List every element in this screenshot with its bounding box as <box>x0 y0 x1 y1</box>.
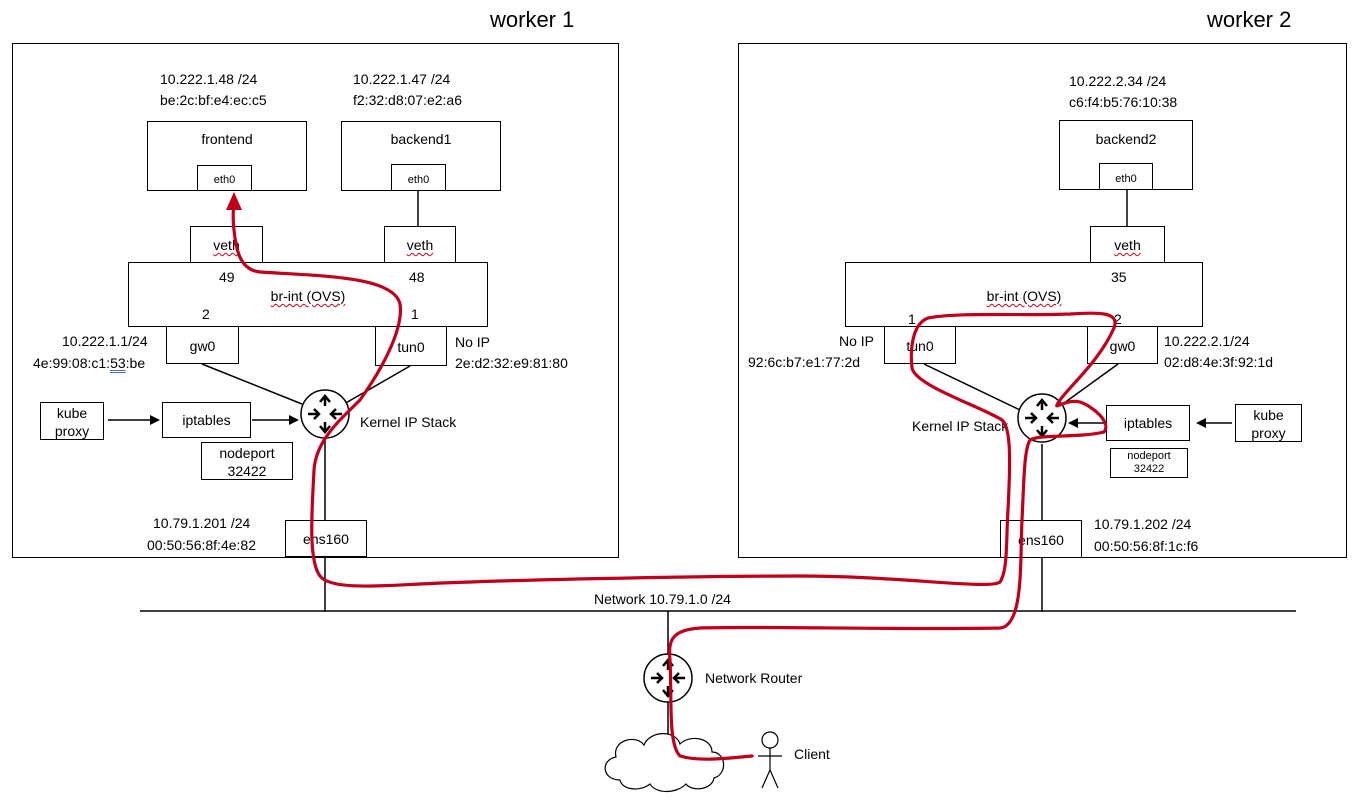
kube-proxy-w1-line1: kube <box>56 405 88 421</box>
ens160-w1-mac: 00:50:56:8f:4e:82 <box>147 537 256 553</box>
ens160-w2-ip: 10.79.1.202 /24 <box>1094 516 1192 532</box>
backend2-eth0: eth0 <box>1099 163 1153 190</box>
frontend-eth0-label: eth0 <box>213 174 236 186</box>
tun0-w2-mac: 92:6c:b7:e1:77:2d <box>748 354 861 370</box>
ovs-port-49: 49 <box>219 269 235 285</box>
gw0-w1: gw0 <box>166 326 239 364</box>
ovs-bridge-w2: 35 br-int (OVS) 1 2 <box>845 262 1203 327</box>
kube-proxy-w1: kube proxy <box>40 402 104 440</box>
ovs-port-48: 48 <box>409 269 425 285</box>
veth-backend1: veth <box>384 226 456 263</box>
kube-proxy-w1-line2: proxy <box>54 423 90 439</box>
nodeport-w2-line1: nodeport <box>1127 450 1171 462</box>
nodeport-w1-line1: nodeport <box>219 445 275 461</box>
worker2-title: worker 2 <box>1207 7 1292 32</box>
nodeport-w1-line2: 32422 <box>227 463 267 479</box>
veth-frontend-label: veth <box>213 237 240 253</box>
worker1-title: worker 1 <box>490 7 575 32</box>
kube-proxy-w2-line2: proxy <box>1251 425 1286 441</box>
tun0-w2: tun0 <box>884 326 956 364</box>
ens160-w2-mac: 00:50:56:8f:1c:f6 <box>1094 538 1199 554</box>
gw0-w2-mac: 02:d8:4e:3f:92:1d <box>1164 354 1273 370</box>
client-icon <box>758 731 782 789</box>
backend2-mac: c6:f4:b5:76:10:38 <box>1069 94 1178 110</box>
tun0-w1-mac: 2e:d2:32:e9:81:80 <box>455 355 568 371</box>
cloud-icon <box>604 733 725 793</box>
ens160-w1: ens160 <box>285 520 367 557</box>
backend2-eth0-label: eth0 <box>1115 173 1137 185</box>
backend2-label: backend2 <box>1095 131 1157 147</box>
backend1-eth0: eth0 <box>391 164 446 191</box>
ovs-label-w2: br-int (OVS) <box>986 288 1062 304</box>
router-label: Network Router <box>705 670 803 686</box>
iptables-w2: iptables <box>1106 405 1190 441</box>
veth-backend1-label: veth <box>406 237 434 253</box>
ens160-w2: ens160 <box>1000 520 1082 558</box>
gw0-w2-ip: 10.222.2.1/24 <box>1164 333 1250 349</box>
frontend-mac: be:2c:bf:e4:ec:c5 <box>160 92 267 108</box>
frontend-ip: 10.222.1.48 /24 <box>160 71 258 87</box>
iptables-w2-label: iptables <box>1123 415 1173 431</box>
nodeport-w2-line2: 32422 <box>1133 463 1165 475</box>
nodeport-w2: nodeport 32422 <box>1110 448 1188 478</box>
ovs-port-2: 2 <box>202 306 210 322</box>
ovs-port-2-w2: 2 <box>1114 311 1122 327</box>
tun0-w1-ip: No IP <box>455 334 491 350</box>
backend1-eth0-label: eth0 <box>407 174 430 186</box>
gw0-w1-mac: 4e:99:08:c1:53:be <box>33 355 146 371</box>
iptables-w1-label: iptables <box>182 412 231 428</box>
ens160-w2-label: ens160 <box>1018 532 1064 548</box>
kube-proxy-w2: kube proxy <box>1235 404 1302 442</box>
gw0-w2: gw0 <box>1087 326 1158 364</box>
ovs-port-1: 1 <box>411 306 419 322</box>
frontend-eth0: eth0 <box>197 165 252 191</box>
veth-backend2: veth <box>1090 226 1165 263</box>
iptables-w1: iptables <box>162 402 251 438</box>
tun0-w1-label: tun0 <box>397 339 425 355</box>
ovs-port-1-w2: 1 <box>908 311 916 327</box>
kube-proxy-w2-line1: kube <box>1253 407 1284 423</box>
nodeport-w1: nodeport 32422 <box>201 442 293 480</box>
ens160-w1-ip: 10.79.1.201 /24 <box>153 515 251 531</box>
backend1-label: backend1 <box>390 131 452 147</box>
veth-frontend: veth <box>190 226 263 263</box>
tun0-w2-label: tun0 <box>906 338 934 354</box>
ens160-w1-label: ens160 <box>303 531 349 547</box>
tun0-w2-ip: No IP <box>839 333 875 349</box>
network-label: Network 10.79.1.0 /24 <box>594 591 731 607</box>
tun0-w1: tun0 <box>375 326 447 366</box>
ovs-port-35: 35 <box>1111 269 1127 285</box>
client-label: Client <box>794 746 830 762</box>
network-router-icon <box>643 653 693 703</box>
gw0-w2-label: gw0 <box>1109 338 1136 354</box>
gw0-w1-label: gw0 <box>189 338 216 354</box>
frontend-label: frontend <box>201 131 253 147</box>
backend1-ip: 10.222.1.47 /24 <box>353 71 451 87</box>
kernel-w2-label: Kernel IP Stack <box>912 418 1009 434</box>
backend1-mac: f2:32:d8:07:e2:a6 <box>353 92 462 108</box>
kernel-w1-label: Kernel IP Stack <box>360 414 457 430</box>
ovs-bridge-w1: 49 48 br-int (OVS) 2 1 <box>128 262 488 327</box>
ovs-label-w1: br-int (OVS) <box>270 288 346 304</box>
gw0-w1-ip: 10.222.1.1/24 <box>62 333 148 349</box>
veth-backend2-label: veth <box>1114 237 1141 253</box>
backend2-ip: 10.222.2.34 /24 <box>1069 73 1167 89</box>
